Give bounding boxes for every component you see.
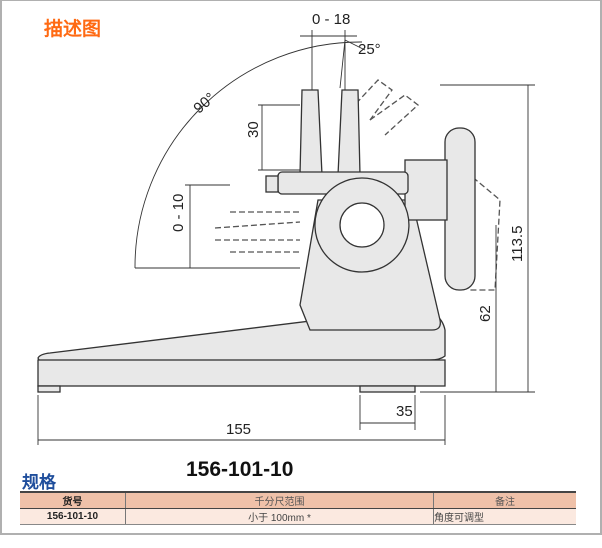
model-number: 156-101-10 [186, 458, 294, 481]
dim-length: 155 [226, 421, 251, 438]
dimension-lines [37, 30, 535, 445]
dim-rotation-angle: 90° [190, 90, 218, 118]
dim-total-height: 113.5 [509, 226, 526, 262]
hub-center [339, 202, 385, 248]
dim-rear-offset: 35 [396, 403, 413, 420]
cell-part-no: 156-101-10 [20, 508, 126, 525]
section-title-spec: 规格 [22, 473, 56, 493]
foot-right [359, 385, 416, 393]
dim-center-height: 62 [477, 305, 494, 322]
cell-remarks: 角度可调型 [433, 508, 576, 525]
micrometer-stand-drawing: 0 - 18 25° 90° 30 0 - 10 113.5 62 35 155 [37, 11, 535, 445]
dim-jaw-range: 0 - 18 [312, 11, 350, 28]
spec-table: 货号 千分尺范围 备注 156-101-10 小于 100mm * 角度可调型 [20, 491, 576, 525]
dim-tilt-angle: 25° [358, 41, 381, 58]
dim-jaw-height: 30 [245, 121, 262, 138]
knob-housing [404, 159, 448, 221]
header-range: 千分尺范围 [125, 491, 434, 509]
clamp-knob [444, 127, 476, 291]
cell-range: 小于 100mm * [125, 508, 434, 525]
section-title-diagram: 描述图 [44, 18, 102, 40]
base-plate [37, 359, 446, 387]
table-header-row: 货号 千分尺范围 备注 [20, 491, 576, 509]
foot-left [37, 385, 61, 393]
jaw-left [299, 89, 323, 176]
jaw-screw [265, 175, 279, 193]
header-part-no: 货号 [20, 491, 126, 509]
dim-height-adjust: 0 - 10 [170, 194, 187, 232]
frame [0, 0, 602, 535]
table-row: 156-101-10 小于 100mm * 角度可调型 [20, 508, 576, 525]
jaw-right [337, 89, 361, 176]
header-remarks: 备注 [433, 491, 576, 509]
